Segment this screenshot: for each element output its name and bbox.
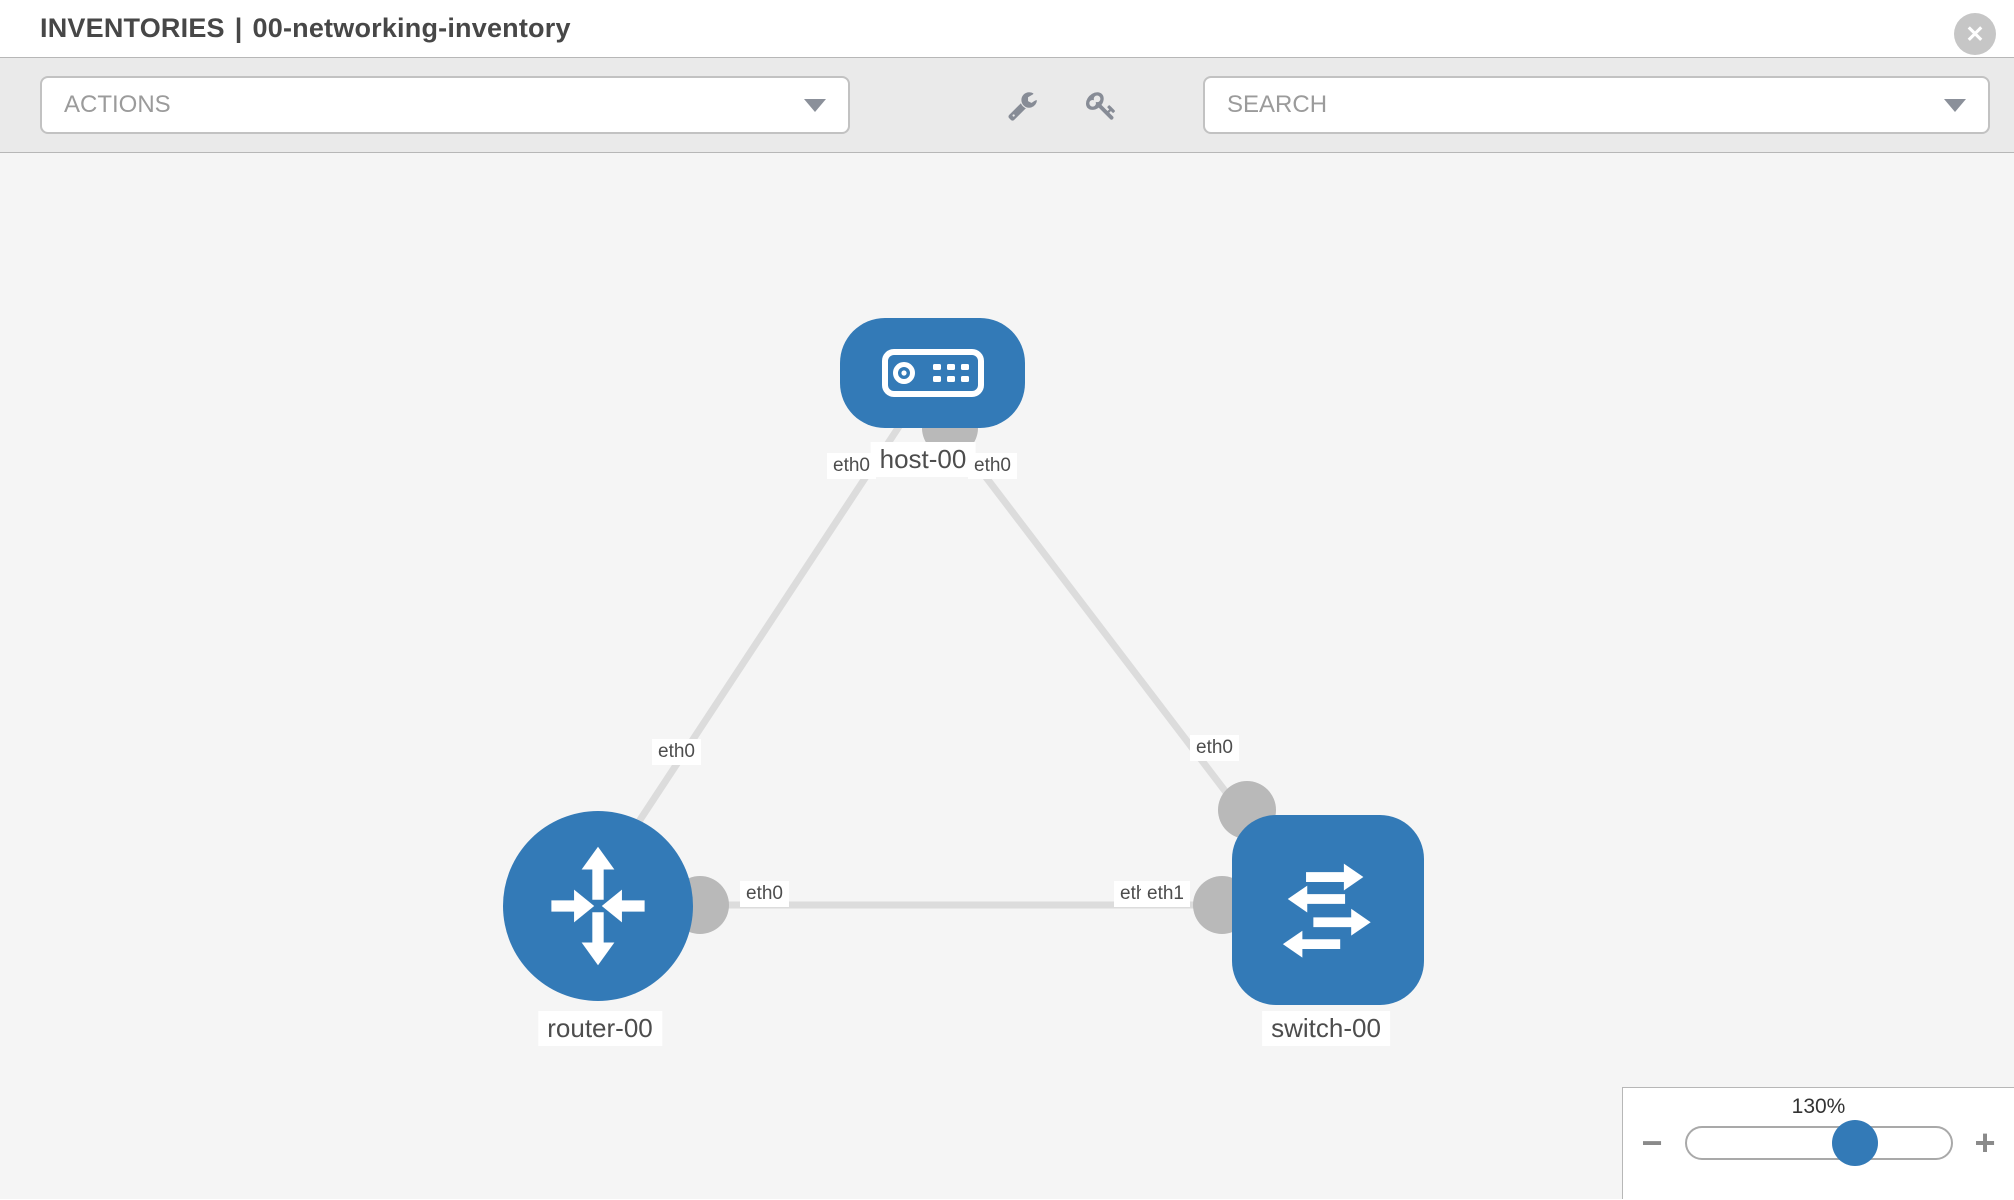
node-host-00[interactable] — [840, 318, 1025, 428]
zoom-panel: 130% − + — [1622, 1087, 2014, 1199]
chevron-down-icon — [1944, 98, 1966, 112]
zoom-level: 130% — [1791, 1095, 1846, 1118]
router-icon — [551, 846, 645, 966]
search-dropdown-label: SEARCH — [1227, 91, 1328, 118]
edge-host-router[interactable] — [604, 423, 903, 872]
topology-canvas[interactable]: host-00 router-00 switch-00 eth0 eth0 et… — [0, 153, 2014, 1199]
node-label-router: router-00 — [538, 1011, 662, 1046]
iface-label-switch-top: eth0 — [1190, 735, 1239, 761]
wrench-icon[interactable] — [1007, 90, 1038, 121]
chevron-down-icon — [804, 98, 826, 112]
close-glyph: ✕ — [1965, 20, 1985, 47]
key-icon[interactable] — [1085, 90, 1117, 121]
breadcrumb-separator: | — [234, 13, 243, 43]
iface-label-router-top: eth0 — [652, 739, 701, 765]
zoom-slider-thumb[interactable] — [1832, 1120, 1879, 1166]
zoom-in-button[interactable]: + — [1974, 1122, 1996, 1163]
edge-host-switch[interactable] — [947, 427, 1273, 853]
node-label-switch: switch-00 — [1262, 1011, 1390, 1046]
topology-toolbar: ACTIONS SEARCH — [0, 57, 2014, 153]
page-title: INVENTORIES | 00-networking-inventory — [40, 13, 571, 44]
breadcrumb-section: INVENTORIES — [40, 13, 225, 43]
iface-label-mid-router: eth0 — [740, 881, 789, 907]
search-dropdown[interactable]: SEARCH — [1203, 76, 1990, 134]
iface-label-host-left: eth0 — [827, 453, 876, 479]
breadcrumb-header: INVENTORIES | 00-networking-inventory ✕ — [0, 0, 2014, 57]
zoom-controls: − + — [1641, 1120, 1996, 1166]
host-icon — [881, 349, 984, 397]
node-switch-00[interactable] — [1232, 815, 1424, 1005]
node-router-00[interactable] — [503, 811, 693, 1001]
close-icon[interactable]: ✕ — [1954, 13, 1996, 55]
toolbar-icon-group — [850, 90, 1203, 121]
node-label-host: host-00 — [870, 442, 976, 477]
zoom-out-button[interactable]: − — [1641, 1122, 1663, 1163]
actions-dropdown[interactable]: ACTIONS — [40, 76, 850, 134]
inventory-name: 00-networking-inventory — [252, 13, 571, 43]
iface-label-host-right: eth0 — [968, 453, 1017, 479]
switch-icon — [1282, 863, 1371, 958]
iface-label-mid-switch: eth1 — [1141, 881, 1190, 907]
zoom-slider[interactable] — [1684, 1120, 1953, 1166]
actions-dropdown-label: ACTIONS — [64, 91, 171, 118]
topology-graph — [604, 400, 1276, 934]
